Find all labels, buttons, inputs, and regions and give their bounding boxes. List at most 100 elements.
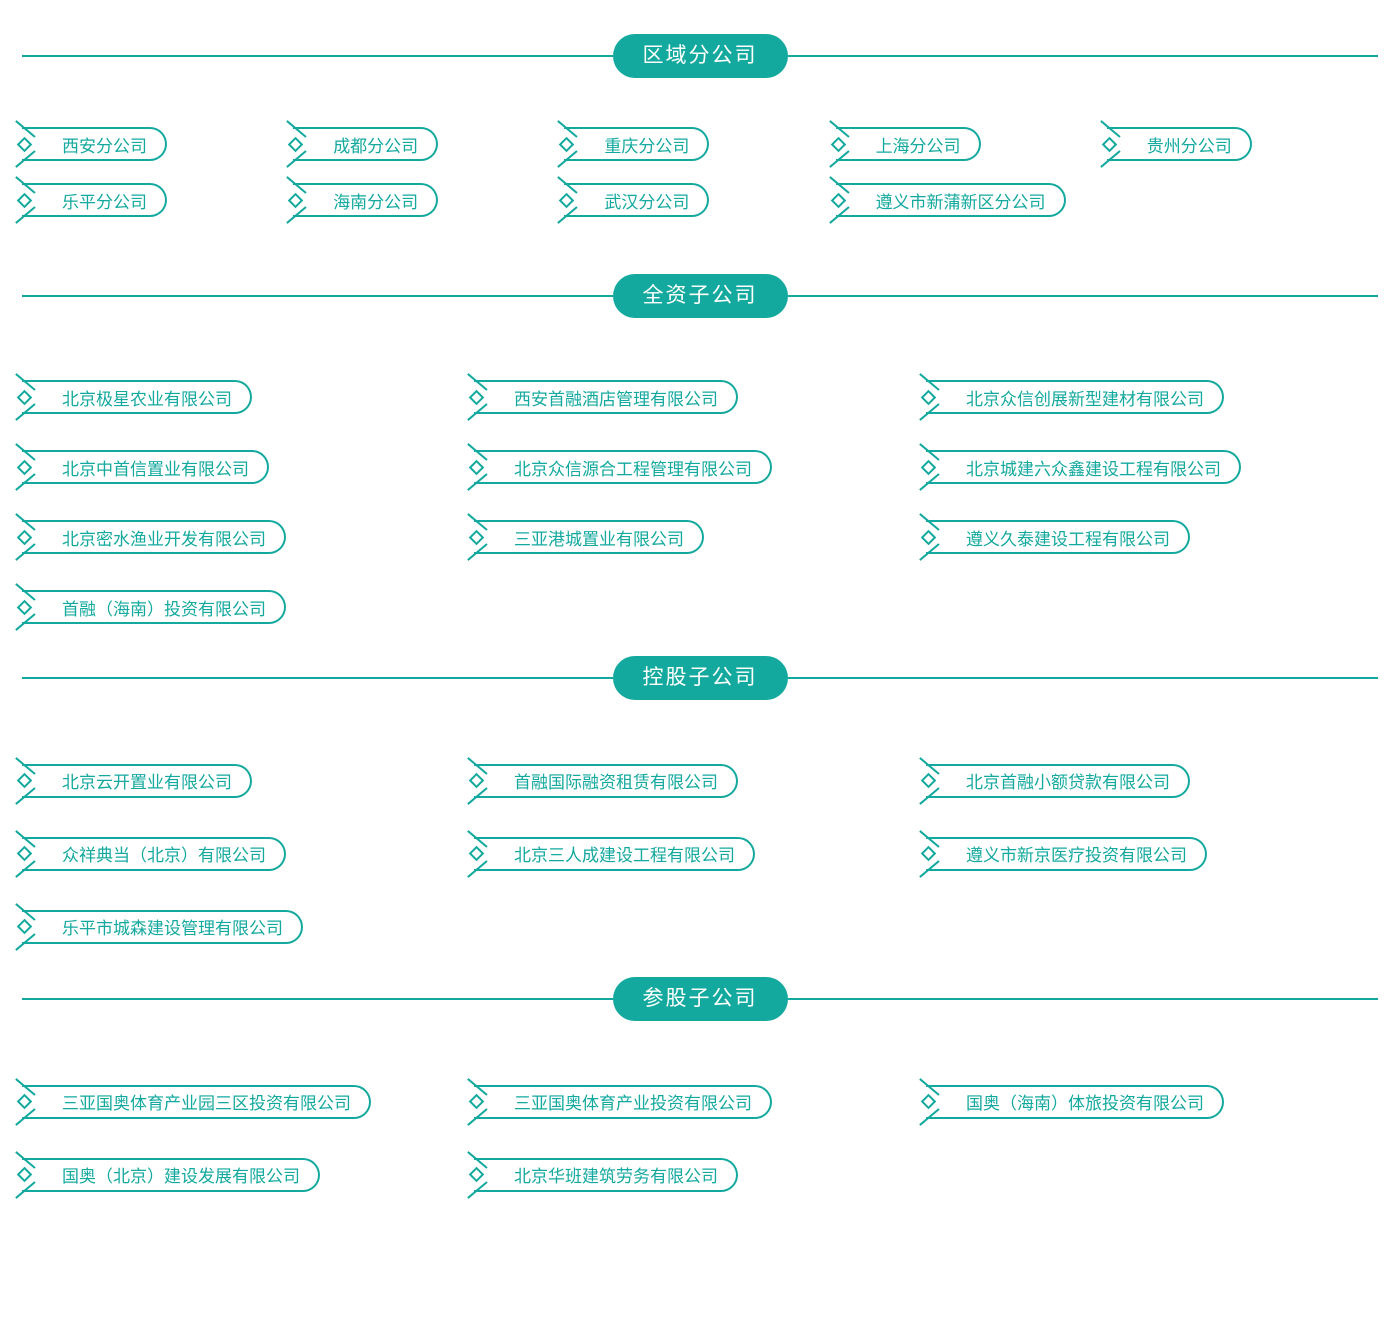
company-pill[interactable]: 武汉分公司	[557, 176, 710, 224]
diamond-icon	[16, 845, 33, 862]
section-header-branch-companies: 区域分公司	[22, 34, 1378, 78]
company-name: 重庆分公司	[604, 136, 690, 156]
diamond-icon	[16, 136, 33, 152]
diamond-icon	[16, 389, 33, 405]
company-pill[interactable]: 北京云开置业有限公司	[15, 756, 252, 805]
chevron-left-icon	[15, 150, 36, 168]
company-name: 北京密水渔业开发有限公司	[62, 529, 266, 549]
company-cell: 北京华班建筑劳务有限公司	[467, 1138, 926, 1211]
diamond-icon	[16, 599, 33, 615]
company-cell: 北京三人成建设工程有限公司	[467, 817, 926, 890]
company-pill[interactable]: 北京中首信置业有限公司	[15, 443, 269, 491]
chevron-left-icon	[15, 1107, 36, 1126]
company-pill[interactable]: 贵州分公司	[1099, 120, 1252, 168]
section-rule-right	[787, 295, 1378, 297]
company-cell: 三亚国奥体育产业投资有限公司	[467, 1065, 926, 1138]
company-pill[interactable]: 乐平市城森建设管理有限公司	[15, 902, 303, 951]
chevron-left-icon	[15, 443, 36, 461]
chevron-left-icon	[15, 543, 36, 561]
section-associate-subsidiaries: 参股子公司 三亚国奥体育产业园三区投资有限公司三亚国奥体育产业投资有限公司国奥（…	[0, 963, 1400, 1211]
chevron-left-icon	[15, 932, 36, 951]
company-cell: 三亚国奥体育产业园三区投资有限公司	[15, 1065, 474, 1138]
company-pill[interactable]: 三亚国奥体育产业投资有限公司	[467, 1077, 772, 1126]
diamond-icon	[16, 1093, 33, 1110]
company-name: 乐平分公司	[62, 192, 147, 212]
company-cell: 北京云开置业有限公司	[15, 744, 474, 817]
company-cell: 乐平分公司	[15, 172, 293, 228]
section-rule-right	[787, 55, 1378, 57]
company-name: 上海分公司	[875, 136, 961, 156]
section-holding-subsidiaries: 控股子公司 北京云开置业有限公司 首融国际融资租赁有限公司 北京首融小额贷款有限公司…	[0, 642, 1400, 963]
company-cell: 北京首融小额贷款有限公司	[919, 744, 1378, 817]
company-pill[interactable]: 重庆分公司	[557, 120, 710, 168]
company-pill[interactable]: 三亚港城置业有限公司	[467, 513, 704, 561]
diamond-icon	[16, 918, 33, 935]
section-title-branch-companies: 区域分公司	[612, 34, 788, 78]
company-name: 北京首融小额贷款有限公司	[965, 773, 1170, 792]
company-cell: 武汉分公司	[557, 172, 835, 228]
company-pill[interactable]: 首融（海南）投资有限公司	[15, 583, 286, 631]
company-name: 海南分公司	[333, 192, 419, 212]
company-name: 北京众信创展新型建材有限公司	[965, 389, 1204, 409]
company-pill[interactable]: 西安首融酒店管理有限公司	[467, 373, 738, 421]
company-cell: 众祥典当（北京）有限公司	[15, 817, 474, 890]
chevron-left-icon	[15, 1180, 36, 1199]
company-name: 西安首融酒店管理有限公司	[513, 389, 718, 409]
company-pill[interactable]: 西安分公司	[15, 120, 167, 168]
company-cell: 西安分公司	[15, 116, 293, 172]
company-pill[interactable]: 北京众信源合工程管理有限公司	[467, 443, 772, 491]
section-branch-companies: 区域分公司 西安分公司 成都分公司 重庆分公司 上海分公司 贵州分公司乐平分公司 海南分公…	[0, 0, 1400, 228]
chevron-left-icon	[15, 373, 36, 391]
company-pill[interactable]: 北京三人成建设工程有限公司	[467, 829, 755, 878]
company-name: 三亚国奥体育产业园三区投资有限公司	[62, 1094, 351, 1113]
company-name: 遵义市新蒲新区分公司	[875, 192, 1046, 212]
diamond-icon	[16, 529, 33, 545]
chevron-left-icon	[15, 473, 36, 491]
company-cell: 遵义市新蒲新区分公司	[828, 172, 1107, 228]
company-pill[interactable]: 遵义市新京医疗投资有限公司	[919, 829, 1207, 878]
company-pill[interactable]: 北京众信创展新型建材有限公司	[919, 373, 1224, 421]
company-cell: 北京众信源合工程管理有限公司	[467, 432, 926, 502]
section-rule-left	[22, 295, 613, 297]
company-cell: 首融国际融资租赁有限公司	[467, 744, 926, 817]
company-cell: 北京城建六众鑫建设工程有限公司	[919, 432, 1378, 502]
company-cell: 海南分公司	[286, 172, 564, 228]
company-pill[interactable]: 北京城建六众鑫建设工程有限公司	[919, 443, 1241, 491]
chevron-left-icon	[15, 902, 36, 921]
section-title-wholly-owned-subsidiaries: 全资子公司	[612, 274, 788, 318]
company-pill[interactable]: 国奥（海南）体旅投资有限公司	[919, 1077, 1224, 1126]
company-name: 三亚国奥体育产业投资有限公司	[513, 1094, 752, 1113]
company-pill[interactable]: 国奥（北京）建设发展有限公司	[15, 1150, 320, 1199]
chevron-left-icon	[15, 859, 36, 878]
company-pill[interactable]: 首融国际融资租赁有限公司	[467, 756, 738, 805]
company-cell: 乐平市城森建设管理有限公司	[15, 890, 474, 963]
company-pill[interactable]: 上海分公司	[828, 120, 981, 168]
company-cell: 国奥（海南）体旅投资有限公司	[919, 1065, 1378, 1138]
company-name: 北京云开置业有限公司	[62, 773, 232, 792]
chevron-left-icon	[15, 786, 36, 805]
company-pill[interactable]: 乐平分公司	[15, 176, 167, 224]
company-grid-branch-companies: 西安分公司 成都分公司 重庆分公司 上海分公司 贵州分公司乐平分公司 海南分公司 武汉分公司…	[0, 116, 1400, 228]
company-cell: 三亚港城置业有限公司	[467, 502, 926, 572]
company-cell: 遵义市新京医疗投资有限公司	[919, 817, 1378, 890]
chevron-left-icon	[15, 403, 36, 421]
company-pill[interactable]: 遵义市新蒲新区分公司	[828, 176, 1066, 224]
company-pill[interactable]: 成都分公司	[286, 120, 439, 168]
company-name: 北京众信源合工程管理有限公司	[513, 459, 752, 479]
company-name: 北京城建六众鑫建设工程有限公司	[965, 459, 1221, 479]
company-pill[interactable]: 三亚国奥体育产业园三区投资有限公司	[15, 1077, 371, 1126]
company-pill[interactable]: 海南分公司	[286, 176, 439, 224]
company-pill[interactable]: 众祥典当（北京）有限公司	[15, 829, 286, 878]
company-pill[interactable]: 北京极星农业有限公司	[15, 373, 252, 421]
company-pill[interactable]: 北京密水渔业开发有限公司	[15, 513, 286, 561]
company-pill[interactable]: 遵义久泰建设工程有限公司	[919, 513, 1190, 561]
section-rule-left	[22, 55, 613, 57]
company-name: 众祥典当（北京）有限公司	[62, 846, 266, 865]
company-pill[interactable]: 北京华班建筑劳务有限公司	[467, 1150, 738, 1199]
chevron-left-icon	[15, 829, 36, 848]
company-name: 成都分公司	[333, 136, 419, 156]
company-pill[interactable]: 北京首融小额贷款有限公司	[919, 756, 1190, 805]
chevron-left-icon	[15, 120, 36, 138]
section-title-holding-subsidiaries: 控股子公司	[612, 656, 788, 700]
diamond-icon	[16, 772, 33, 789]
